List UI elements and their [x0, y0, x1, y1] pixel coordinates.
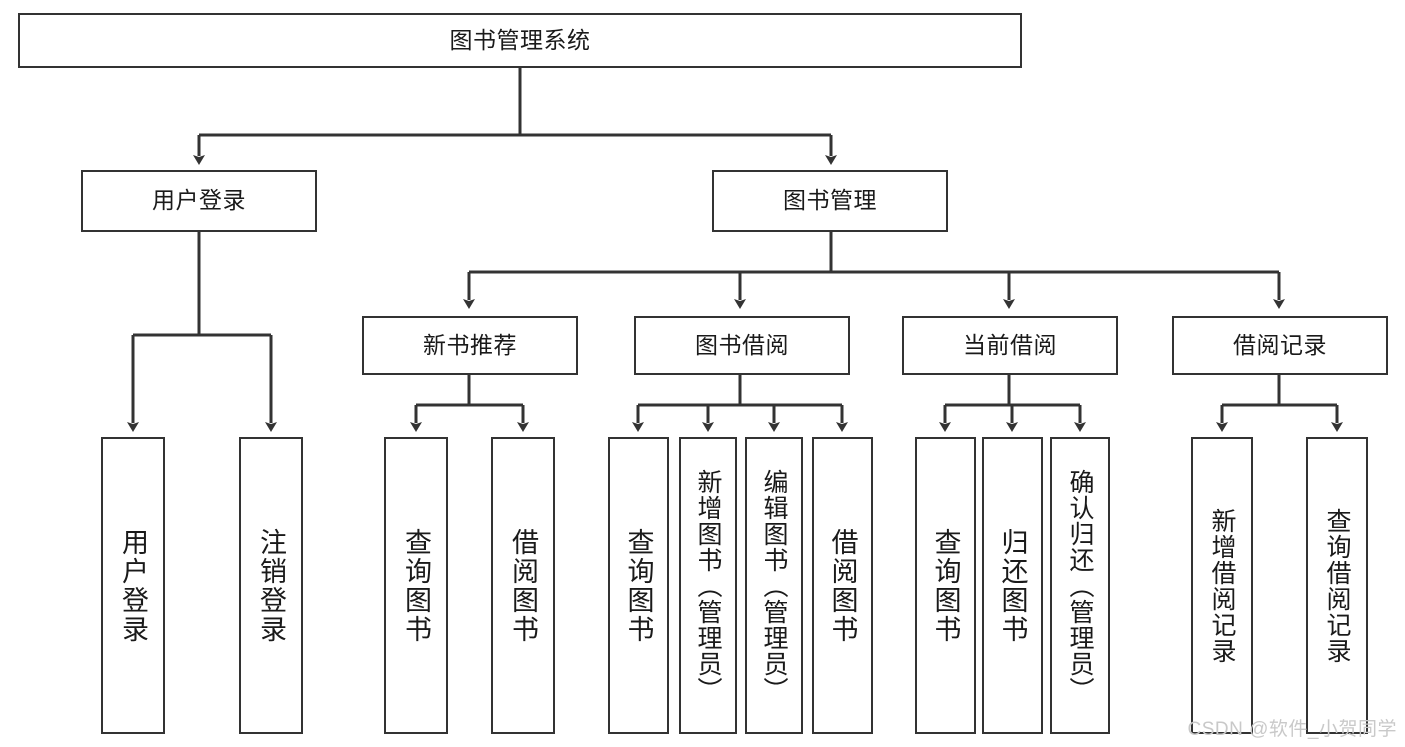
node-label: 借阅记录 — [1233, 331, 1327, 358]
leaf-book-borrow-query[interactable]: 查询图书 — [608, 437, 669, 734]
node-new-book-recommend[interactable]: 新书推荐 — [362, 316, 578, 375]
node-label: 用户登录 — [118, 527, 149, 644]
node-user-login[interactable]: 用户登录 — [81, 170, 317, 232]
leaf-current-borrow-return[interactable]: 归还图书 — [982, 437, 1043, 734]
node-label: 借阅图书 — [508, 527, 539, 644]
node-label: 用户登录 — [152, 187, 246, 214]
leaf-book-borrow-add[interactable]: 新增图书（管理员） — [679, 437, 737, 734]
node-label: 编辑图书（管理员） — [760, 468, 788, 703]
leaf-current-borrow-query[interactable]: 查询图书 — [915, 437, 976, 734]
leaf-borrow-record-query[interactable]: 查询借阅记录 — [1306, 437, 1368, 734]
node-label: 查询图书 — [930, 527, 961, 644]
node-label: 查询图书 — [623, 527, 654, 644]
leaf-book-borrow-borrow[interactable]: 借阅图书 — [812, 437, 873, 734]
leaf-new-book-query[interactable]: 查询图书 — [384, 437, 448, 734]
leaf-borrow-record-add[interactable]: 新增借阅记录 — [1191, 437, 1253, 734]
node-current-borrow[interactable]: 当前借阅 — [902, 316, 1118, 375]
node-label: 新增借阅记录 — [1208, 507, 1236, 664]
node-label: 注销登录 — [256, 527, 287, 644]
node-label: 查询借阅记录 — [1323, 507, 1351, 664]
node-label: 归还图书 — [997, 527, 1028, 644]
leaf-book-borrow-edit[interactable]: 编辑图书（管理员） — [745, 437, 803, 734]
node-label: 借阅图书 — [827, 527, 858, 644]
node-label: 图书管理 — [783, 187, 877, 214]
leaf-user-login-logout[interactable]: 注销登录 — [239, 437, 303, 734]
node-label: 确认归还（管理员） — [1066, 468, 1094, 703]
leaf-user-login-login[interactable]: 用户登录 — [101, 437, 165, 734]
node-book-management[interactable]: 图书管理 — [712, 170, 948, 232]
node-label: 新书推荐 — [423, 331, 517, 358]
node-label: 图书管理系统 — [449, 26, 591, 53]
leaf-current-borrow-confirm-return[interactable]: 确认归还（管理员） — [1050, 437, 1110, 734]
node-root-system[interactable]: 图书管理系统 — [18, 13, 1022, 68]
node-label: 查询图书 — [401, 527, 432, 644]
node-label: 新增图书（管理员） — [694, 468, 722, 703]
node-label: 图书借阅 — [695, 331, 789, 358]
node-book-borrow[interactable]: 图书借阅 — [634, 316, 850, 375]
node-borrow-record[interactable]: 借阅记录 — [1172, 316, 1388, 375]
leaf-new-book-borrow[interactable]: 借阅图书 — [491, 437, 555, 734]
csdn-watermark: CSDN @软件_小贺同学 — [1187, 719, 1397, 740]
node-label: 当前借阅 — [963, 331, 1057, 358]
